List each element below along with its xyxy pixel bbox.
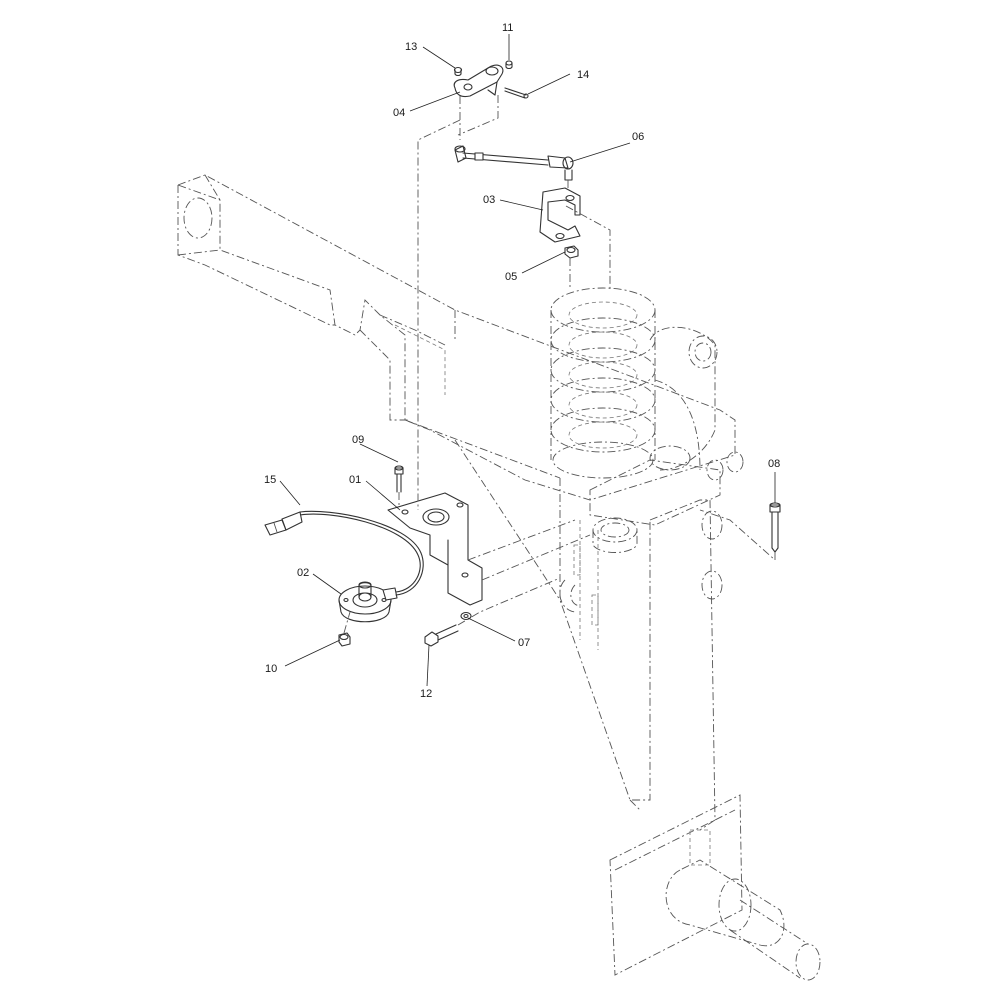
coil-spring: [550, 287, 656, 479]
part-labels: 13 11 14 04 06 03 05 08 09 01 15 02 10 0…: [264, 22, 780, 700]
label-05: 05: [505, 271, 517, 283]
link-rod-06: [454, 145, 574, 181]
rotary-sensor-02: [338, 581, 398, 623]
label-12: 12: [420, 688, 432, 700]
label-04: 04: [393, 107, 405, 119]
cable-harness-15: [264, 510, 424, 596]
label-02: 02: [297, 567, 309, 579]
pivot-block: [589, 445, 744, 600]
bolt-08: [769, 502, 781, 553]
frame-beam: [176, 174, 736, 501]
assembly-lines: [343, 95, 776, 634]
label-08: 08: [768, 458, 780, 470]
spindle-plate: [609, 794, 821, 981]
nut-05: [564, 245, 579, 259]
label-07: 07: [518, 637, 530, 649]
nut-11: [505, 60, 513, 70]
label-09: 09: [352, 434, 364, 446]
label-15: 15: [264, 474, 276, 486]
label-10: 10: [265, 663, 277, 675]
label-06: 06: [632, 131, 644, 143]
swing-arm: [649, 326, 718, 471]
bolt-09: [394, 465, 404, 493]
label-14: 14: [577, 69, 589, 81]
bolt-12: [424, 624, 459, 647]
lever-arm-04: [453, 64, 504, 98]
sensor-bracket-01: [387, 492, 483, 606]
nut-13: [453, 66, 463, 77]
nut-10: [338, 632, 351, 647]
pin-14: [504, 87, 529, 99]
leader-lines: [279, 34, 776, 687]
label-03: 03: [483, 194, 495, 206]
label-11: 11: [502, 22, 513, 34]
bracket-03: [539, 187, 581, 243]
label-13: 13: [405, 41, 417, 53]
label-01: 01: [349, 474, 361, 486]
vertical-leg: [454, 439, 716, 831]
washer-07: [460, 611, 472, 621]
